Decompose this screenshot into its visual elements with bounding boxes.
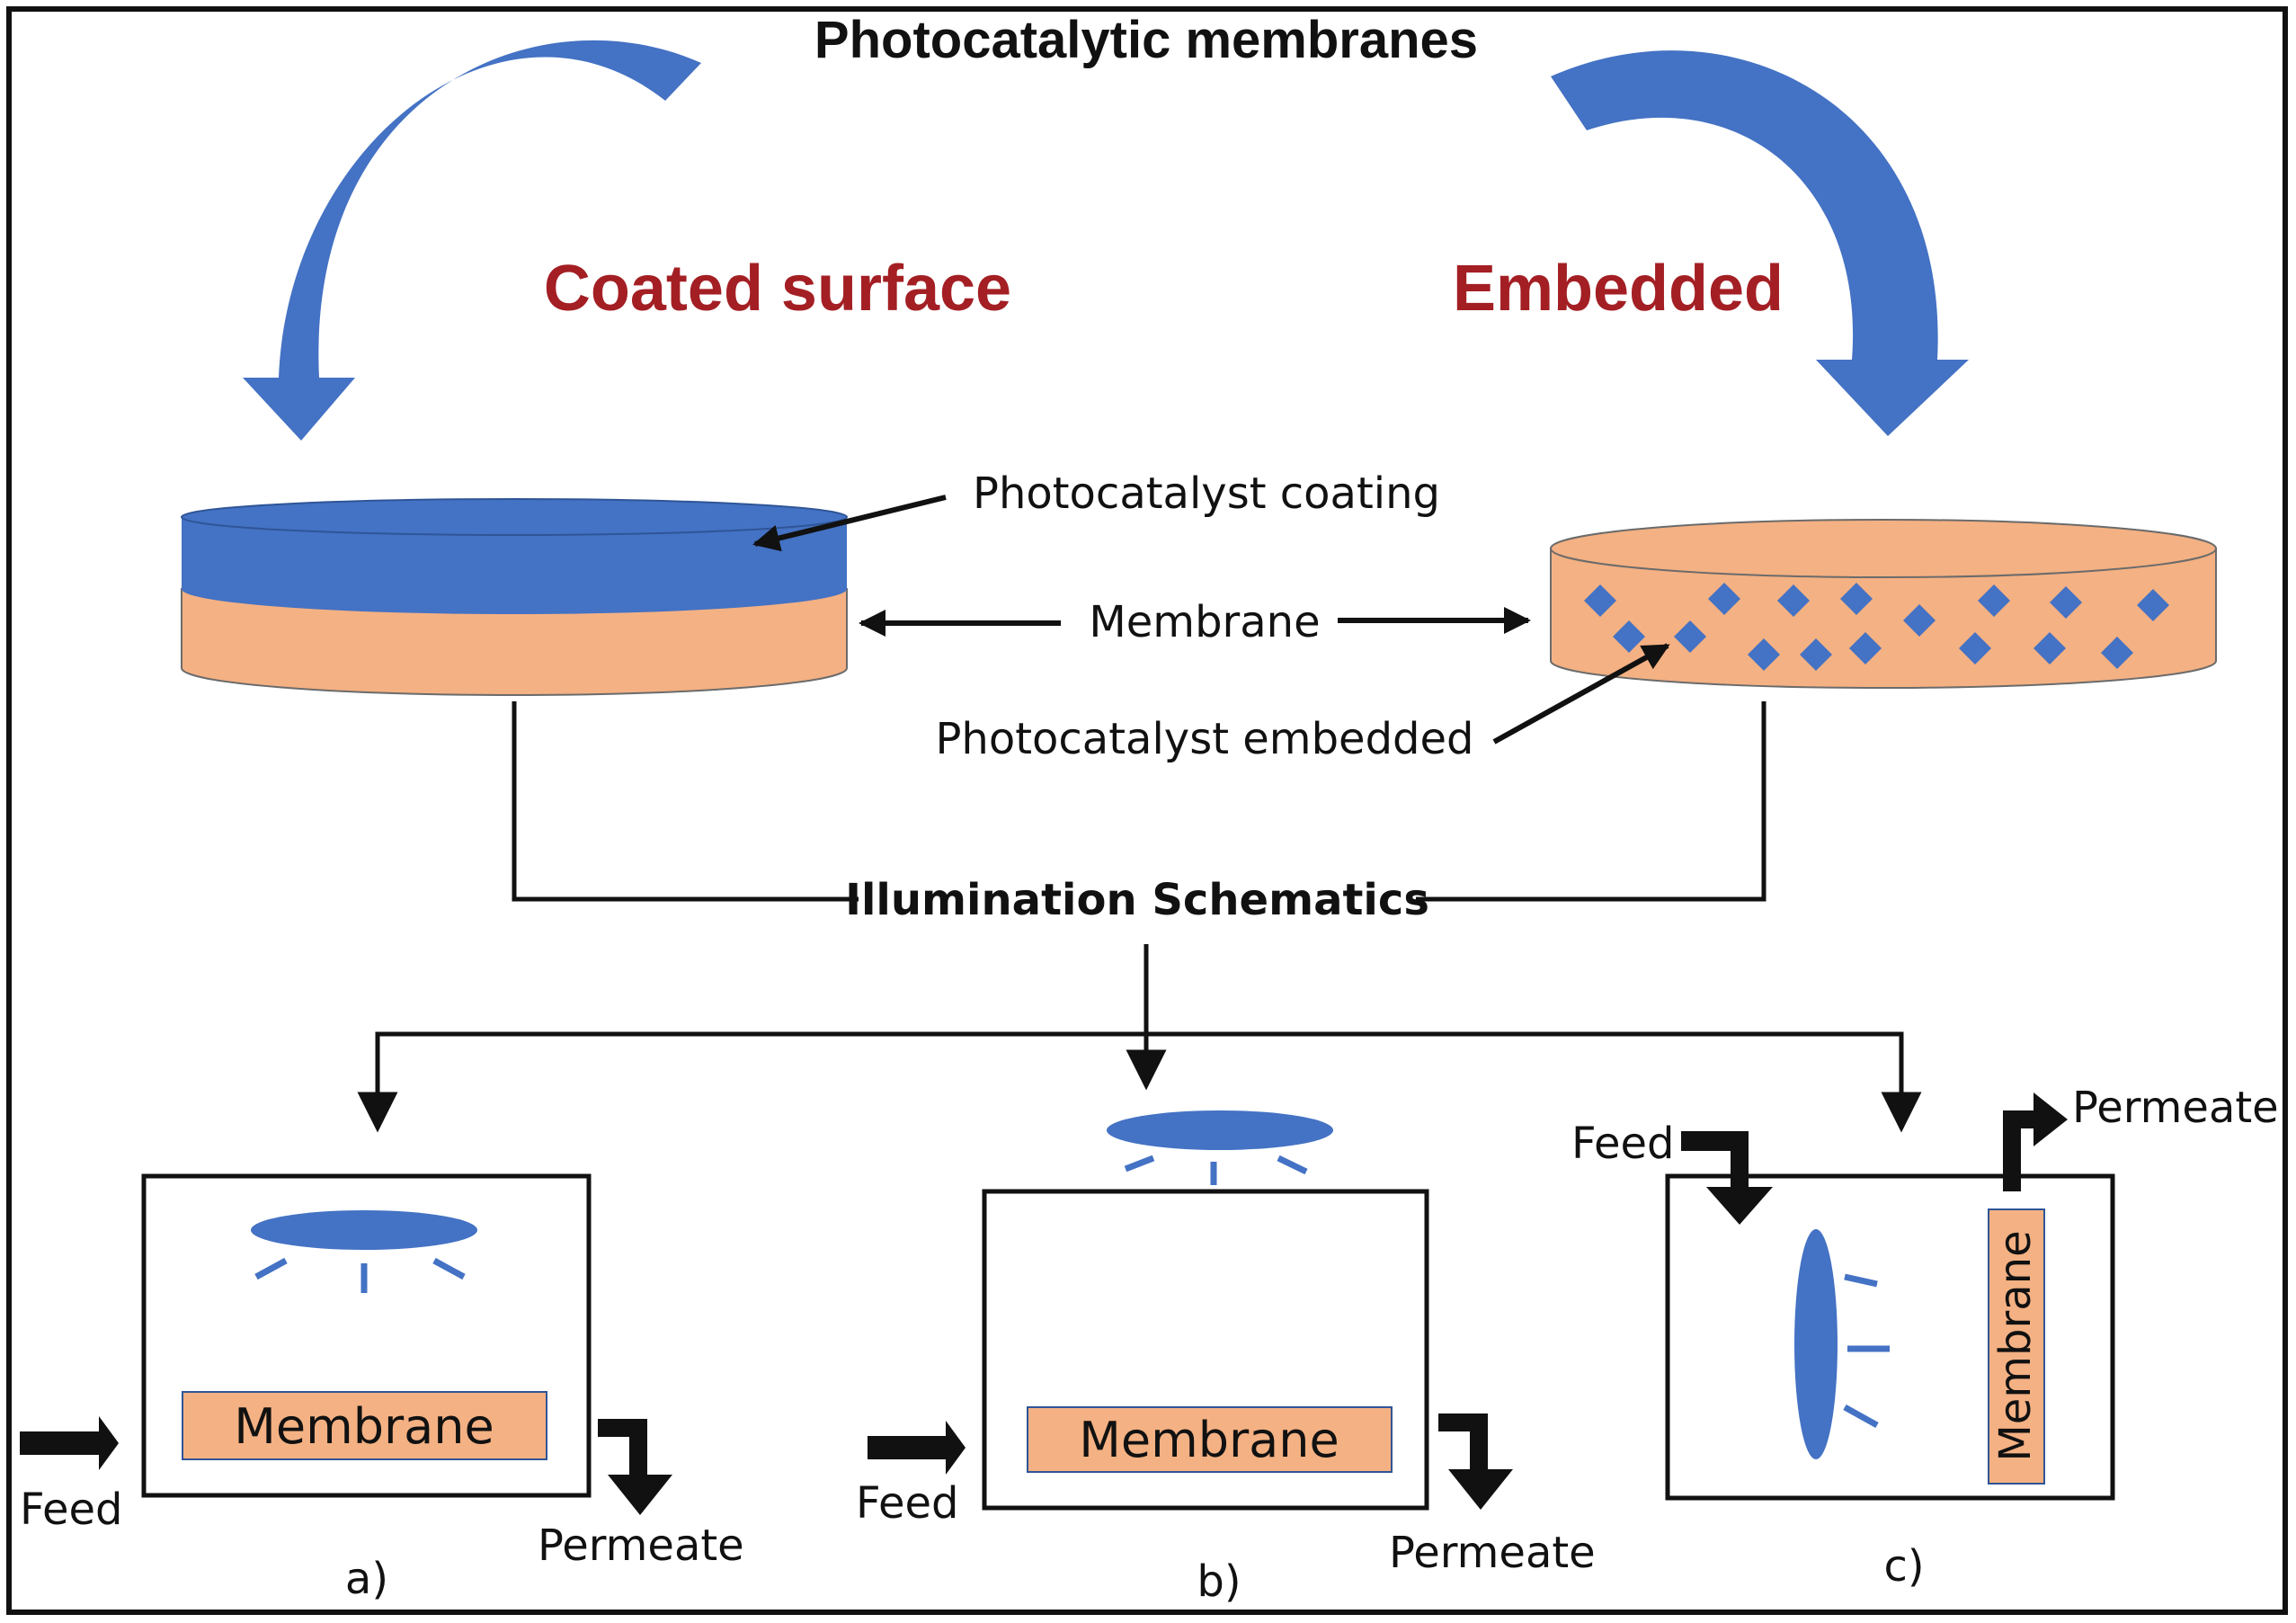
panel-c-permeate-arrow [2003,1092,2068,1191]
panel-c-feed-label: Feed [1571,1119,1675,1169]
panel-b-permeate-arrow [1438,1413,1513,1510]
light-source-icon [1794,1229,1890,1459]
panel-c: Membrane Feed Permeate c) [1571,1083,2279,1592]
panel-a-membrane-label: Membrane [234,1398,494,1455]
pointer-photocatalyst-embedded [1492,643,1670,745]
diagram-title: Photocatalytic membranes [814,11,1478,69]
branch-connectors [357,944,1922,1133]
label-photocatalyst-coating: Photocatalyst coating [973,468,1440,519]
connector-right [1416,701,1766,902]
pointer-photocatalyst-coating [752,495,947,552]
panel-b-membrane-label: Membrane [1079,1412,1339,1468]
curved-arrow-right [1551,50,1969,437]
panel-b-feed-label: Feed [856,1478,959,1529]
panel-c-membrane-label: Membrane [1990,1230,2041,1461]
panel-a-permeate-label: Permeate [538,1520,744,1571]
curved-arrow-left [243,40,701,441]
panel-b-caption: b) [1197,1556,1241,1607]
embedded-membrane-disk [1550,519,2217,689]
label-membrane: Membrane [1089,597,1320,647]
panel-b-permeate-label: Permeate [1389,1528,1596,1578]
label-illumination-schematics: Illumination Schematics [845,875,1429,925]
panel-a-caption: a) [345,1554,388,1604]
panel-a-permeate-arrow [598,1419,672,1515]
label-photocatalyst-embedded: Photocatalyst embedded [935,714,1473,764]
light-source-icon [1107,1110,1333,1185]
category-embedded: Embedded [1453,253,1784,325]
category-coated-surface: Coated surface [544,253,1011,325]
coated-membrane-disk [181,498,848,696]
panel-b: Membrane Feed Permeate b) [856,1110,1596,1607]
panel-c-permeate-label: Permeate [2072,1083,2279,1133]
panel-b-feed-arrow [868,1421,966,1475]
panel-a: Membrane Feed Permeate a) [20,1173,744,1604]
panel-c-caption: c) [1883,1541,1924,1592]
connector-left [512,701,859,902]
light-source-icon [251,1210,477,1293]
photocatalyst-particles [1584,583,2169,671]
panel-c-feed-arrow [1681,1131,1773,1225]
panel-a-feed-arrow [20,1416,119,1470]
panel-a-feed-label: Feed [20,1485,123,1535]
